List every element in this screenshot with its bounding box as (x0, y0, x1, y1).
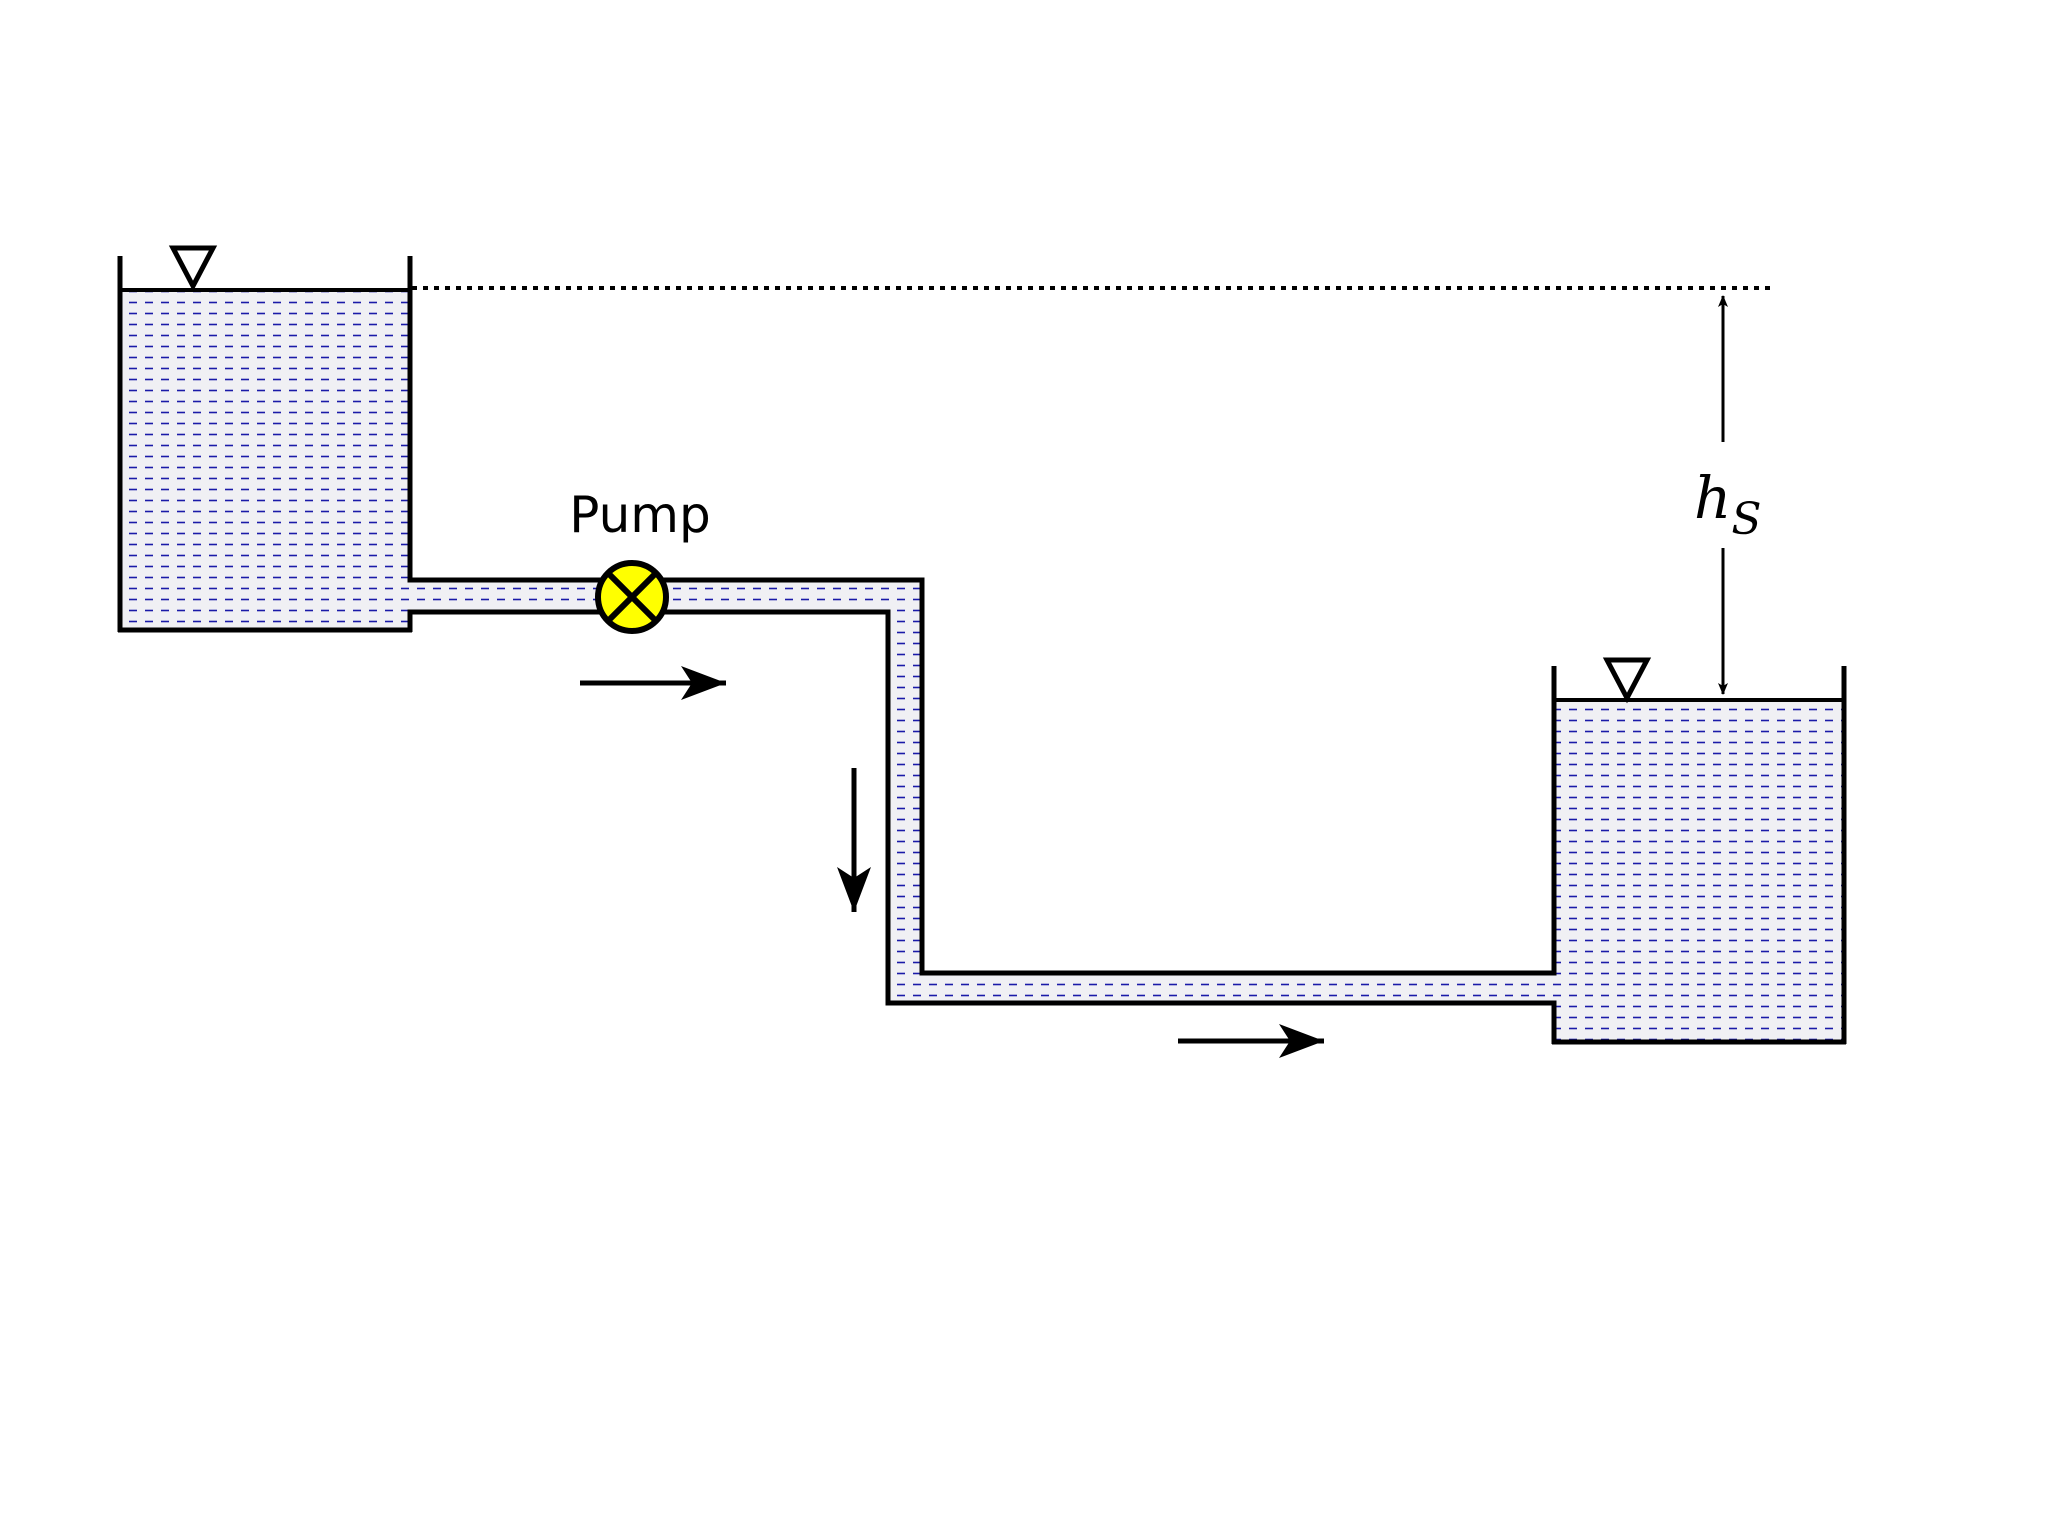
water-level-icon-upper (168, 245, 218, 292)
right-tank-water (1554, 700, 1844, 1042)
flow-arrows (580, 666, 1324, 1058)
head-symbol: h (1694, 464, 1731, 532)
left-tank-water (120, 290, 410, 630)
water-body (120, 290, 1844, 1042)
pump-icon (595, 560, 669, 634)
head-subscript: S (1731, 494, 1761, 545)
head-label: hS (1694, 464, 1762, 545)
upper-reservoir (117, 256, 413, 633)
pump-label: Pump (569, 486, 710, 544)
lower-reservoir (1551, 666, 1847, 1045)
pipe (407, 577, 1557, 1006)
water-level-icon-lower (1602, 657, 1652, 704)
lower-pipe-water (888, 973, 1554, 1003)
vertical-pipe-water (888, 580, 922, 1003)
head-dimension: hS (1694, 295, 1762, 695)
